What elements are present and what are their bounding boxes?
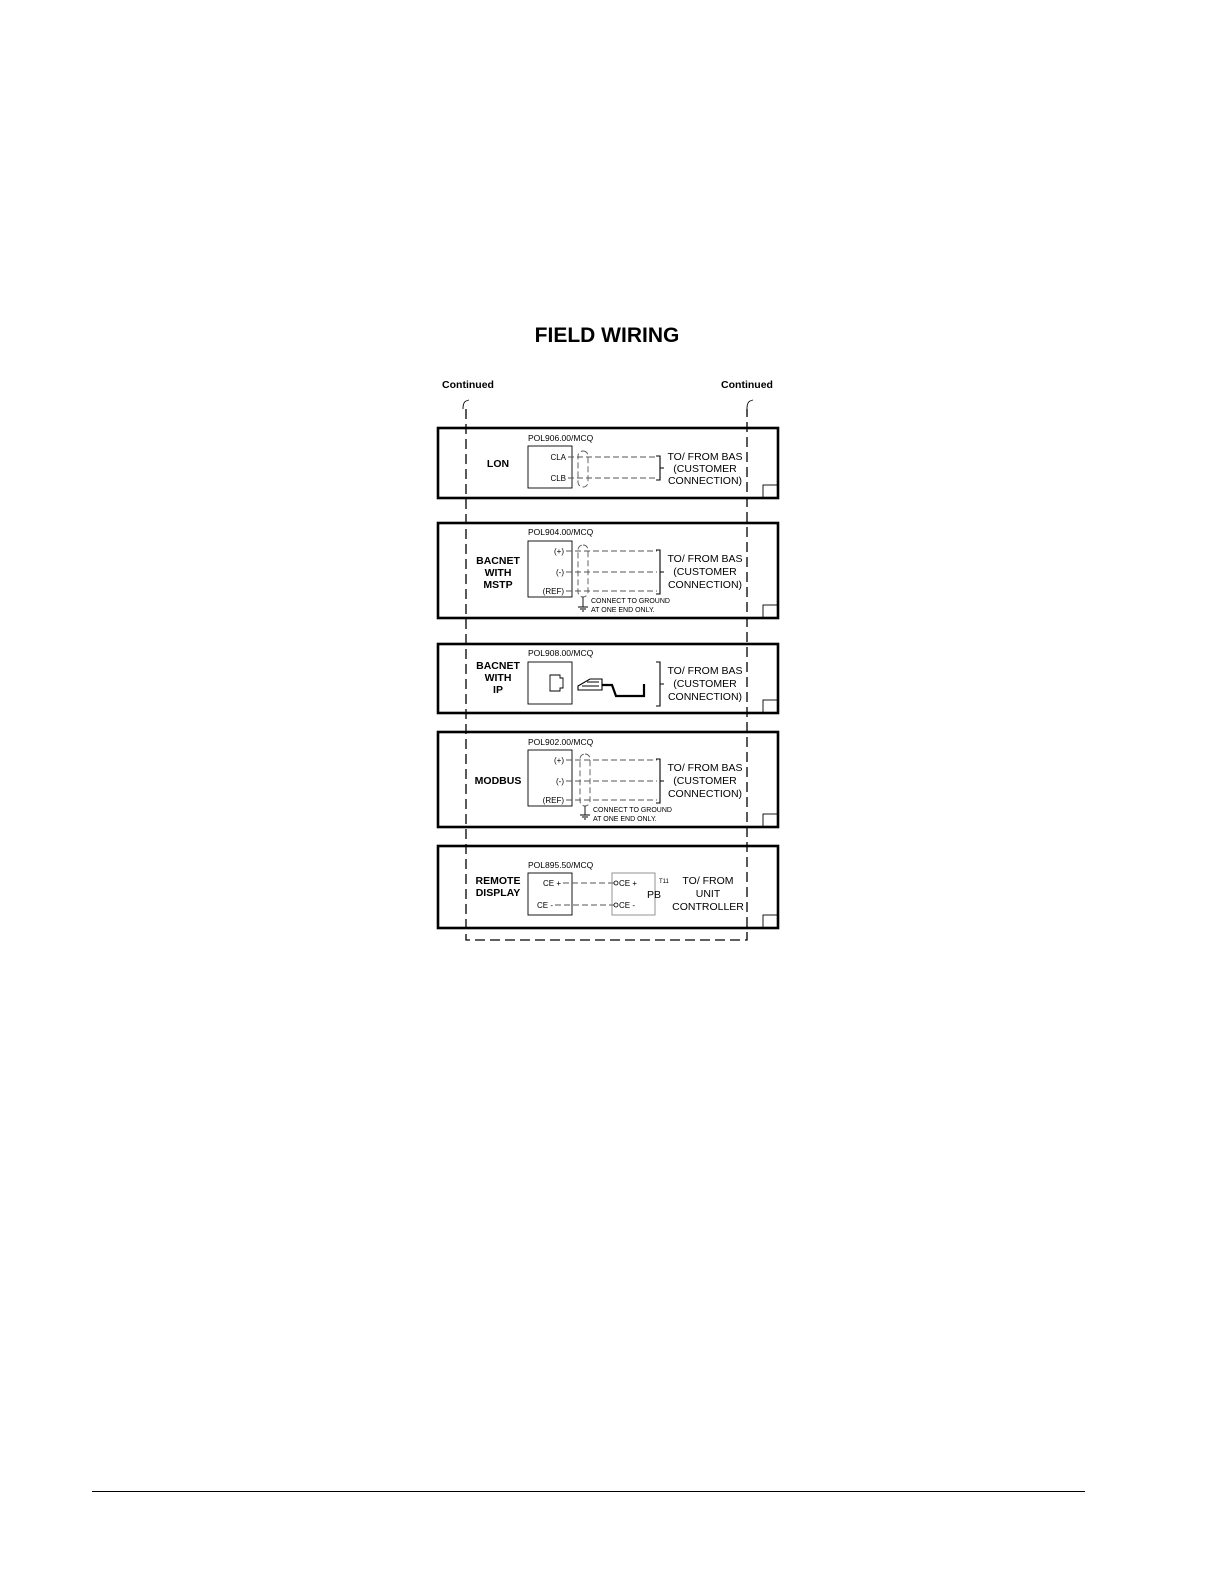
panel-modbus-ground-icon	[580, 814, 590, 820]
panel-modbus-terminal-plus: (+)	[554, 756, 564, 765]
panel-lon-terminal-clb: CLB	[550, 474, 566, 483]
panel-remote-display-unit-line-3: CONTROLLER	[672, 901, 744, 913]
panel-lon-bas-line-3: CONNECTION)	[668, 475, 742, 487]
panel-bacnet-mstp-ground-note-2: AT ONE END ONLY.	[591, 607, 655, 614]
panel-remote-display-unit-line-2: UNIT	[696, 888, 721, 900]
panel-remote-display-remote-tag: T11	[659, 879, 670, 885]
panel-modbus-ground-note-2: AT ONE END ONLY.	[593, 816, 657, 823]
panel-lon-frame	[436, 426, 780, 500]
panel-bacnet-mstp-label-1: BACNET	[476, 555, 520, 567]
continued-right-break-mark	[746, 399, 754, 410]
panel-remote-display-terminal-ce-minus: CE -	[537, 901, 553, 910]
footer-rule	[92, 1491, 1085, 1492]
panel-bacnet-mstp-ground-icon	[578, 606, 588, 612]
ethernet-port-icon	[549, 674, 564, 692]
panel-bacnet-mstp-terminal-ref: (REF)	[543, 587, 565, 596]
panel-lon-shield	[577, 450, 589, 488]
panel-modbus-terminal-minus: (-)	[556, 777, 564, 786]
panel-bacnet-ip-bracket	[656, 661, 664, 707]
panel-remote-display-controller-box	[527, 872, 573, 916]
panel-bacnet-mstp-terminal-plus: (+)	[554, 547, 564, 556]
panel-bacnet-mstp-label-2: WITH	[485, 567, 512, 579]
panel-lon-corner-tab	[762, 484, 779, 499]
panel-modbus-terminal-ref: (REF)	[543, 796, 565, 805]
panel-modbus-model: POL902.00/MCQ	[528, 737, 594, 747]
panel-modbus-ground-note-1: CONNECT TO GROUND	[593, 807, 672, 814]
panel-bacnet-ip-model: POL908.00/MCQ	[528, 648, 594, 658]
panel-bacnet-ip-bas-line-1: TO/ FROM BAS	[667, 665, 742, 677]
panel-bacnet-mstp-bas-line-3: CONNECTION)	[668, 579, 742, 591]
panel-bacnet-mstp-ground-note-1: CONNECT TO GROUND	[591, 598, 670, 605]
panel-remote-display-terminal-ce-plus: CE +	[543, 879, 561, 888]
panel-bacnet-mstp-frame	[436, 521, 780, 620]
panel-bacnet-mstp-controller-box	[527, 540, 573, 598]
panel-modbus-frame	[436, 730, 780, 829]
panel-bacnet-ip: BACNET WITH IP POL908.00/MCQ TO/ FROM BA…	[436, 642, 780, 715]
panel-modbus: MODBUS POL902.00/MCQ (+) (-) (REF) CONNE…	[436, 730, 780, 829]
panel-lon-label: LON	[487, 458, 509, 470]
ethernet-plug-detail	[582, 681, 599, 687]
panel-bacnet-ip-label-2: WITH	[485, 672, 512, 684]
panel-lon-bas-line-1: TO/ FROM BAS	[667, 451, 742, 463]
panel-remote-display-label-1: REMOTE	[476, 875, 521, 887]
panel-bacnet-ip-label-3: IP	[493, 684, 503, 696]
panel-bacnet-ip-bas-line-3: CONNECTION)	[668, 691, 742, 703]
diagram-title: FIELD WIRING	[535, 324, 680, 347]
panel-modbus-shield	[579, 753, 591, 807]
panel-modbus-label: MODBUS	[475, 775, 522, 787]
panel-bacnet-mstp-terminal-minus: (-)	[556, 568, 564, 577]
panel-lon-terminal-cla: CLA	[550, 453, 566, 462]
panel-remote-display-corner-tab	[762, 914, 779, 929]
panel-modbus-bas-line-3: CONNECTION)	[668, 788, 742, 800]
panel-remote-display-terminal-node-plus	[613, 880, 619, 886]
panel-bacnet-ip-bas-line-2: (CUSTOMER	[673, 678, 737, 690]
panel-lon-controller-box	[527, 445, 573, 489]
panel-bacnet-ip-frame	[436, 642, 780, 715]
panel-modbus-bas-line-1: TO/ FROM BAS	[667, 762, 742, 774]
panel-lon-bracket	[656, 455, 664, 481]
panel-remote-display-terminal-node-minus	[613, 902, 619, 908]
panel-bacnet-mstp-bas-line-1: TO/ FROM BAS	[667, 553, 742, 565]
panel-bacnet-ip-controller-box	[527, 661, 573, 705]
panel-modbus-bas-line-2: (CUSTOMER	[673, 775, 737, 787]
panel-bacnet-mstp-bracket	[656, 549, 664, 595]
panel-bacnet-mstp-shield	[577, 544, 589, 598]
panel-lon: LON POL906.00/MCQ CLA CLB TO/ FROM BAS (…	[436, 426, 780, 500]
panel-lon-model: POL906.00/MCQ	[528, 433, 594, 443]
panel-bacnet-ip-corner-tab	[762, 699, 779, 714]
continued-left-label: Continued	[442, 379, 494, 391]
panel-remote-display-model: POL895.50/MCQ	[528, 860, 594, 870]
panel-remote-display: REMOTE DISPLAY POL895.50/MCQ CE + CE - C…	[436, 844, 780, 930]
panel-remote-display-unit-line-1: TO/ FROM	[682, 875, 733, 887]
continued-right-label: Continued	[721, 379, 773, 391]
panel-remote-display-remote-block: PB	[647, 889, 661, 901]
panel-remote-display-label-2: DISPLAY	[476, 887, 521, 899]
panel-bacnet-mstp-bas-line-2: (CUSTOMER	[673, 566, 737, 578]
panel-bacnet-mstp: BACNET WITH MSTP POL904.00/MCQ (+) (-) (…	[436, 521, 780, 620]
panel-bacnet-mstp-label-3: MSTP	[483, 579, 512, 591]
panel-remote-display-frame	[436, 844, 780, 930]
panel-remote-display-remote-terminal-minus: CE -	[619, 901, 635, 910]
panel-modbus-corner-tab	[762, 813, 779, 828]
panel-modbus-controller-box	[527, 749, 573, 807]
panel-remote-display-unit-box	[611, 872, 656, 916]
panel-modbus-bracket	[656, 758, 664, 804]
ethernet-plug-icon	[577, 678, 603, 691]
panel-lon-bas-line-2: (CUSTOMER	[673, 463, 737, 475]
ethernet-cable	[602, 683, 646, 698]
panel-bacnet-mstp-corner-tab	[762, 604, 779, 619]
panel-remote-display-remote-terminal-plus: CE +	[619, 879, 637, 888]
panel-bacnet-mstp-model: POL904.00/MCQ	[528, 527, 594, 537]
continued-left-break-mark	[462, 399, 470, 410]
panel-bacnet-ip-label-1: BACNET	[476, 660, 520, 672]
